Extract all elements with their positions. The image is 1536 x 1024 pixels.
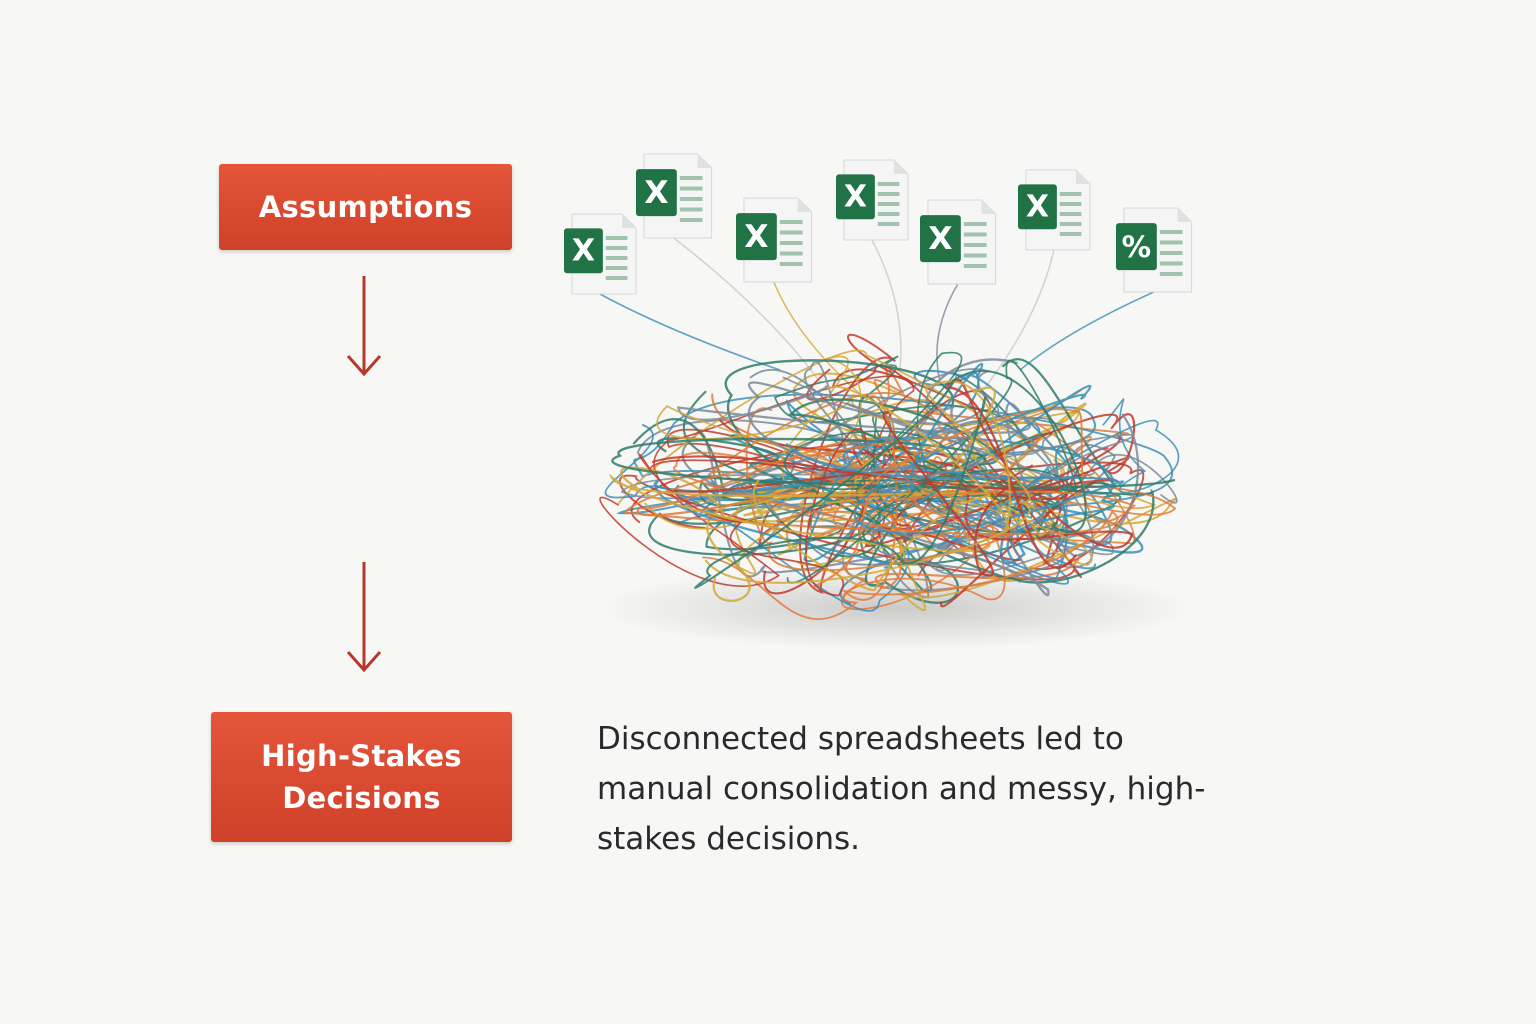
down-arrow-icon — [346, 562, 382, 673]
tangle-wire — [653, 436, 1115, 569]
tangle-wire — [785, 384, 1124, 535]
down-arrow-icon — [346, 276, 382, 377]
tangle-wire — [694, 370, 1087, 590]
tangle-wire — [739, 446, 1085, 579]
tangled-spreadsheets-illustration: X X X X X X% — [564, 153, 1195, 650]
tangle-wire — [604, 424, 1070, 612]
excel-icon: X — [736, 197, 813, 283]
tangle-wire — [803, 362, 1023, 563]
connector-line — [871, 239, 902, 371]
excel-icon: X — [836, 159, 909, 241]
connector-line — [673, 237, 821, 383]
connector-line — [599, 293, 781, 371]
connector-line — [936, 283, 959, 383]
connector-line — [979, 249, 1055, 395]
tangle-wire — [704, 380, 1031, 584]
tangle-wire — [619, 386, 996, 526]
tangle-wire — [865, 434, 1121, 608]
excel-icon: X — [564, 213, 637, 295]
connector-line — [1019, 291, 1155, 371]
tangled-wires — [599, 333, 1180, 620]
assumptions-label: Assumptions — [258, 190, 473, 224]
excel-icon: X — [920, 199, 997, 285]
tangle-wire — [611, 398, 1176, 514]
spreadsheet-icons: X X X X X X% — [564, 153, 1193, 295]
connector-line — [773, 281, 861, 395]
icon-glyph: X — [572, 234, 595, 269]
assumptions-box: Assumptions — [219, 164, 512, 250]
decisions-label-line1: High-Stakes — [261, 739, 462, 773]
icon-glyph: X — [644, 175, 668, 211]
excel-icon: X — [636, 153, 713, 239]
decisions-label-line2: Decisions — [282, 781, 441, 815]
icon-glyph: X — [844, 180, 867, 215]
percent-spreadsheet-icon: % — [1116, 207, 1193, 293]
high-stakes-decisions-box: High-Stakes Decisions — [211, 712, 512, 842]
icon-glyph: % — [1122, 230, 1151, 264]
icon-glyph: X — [744, 219, 768, 255]
excel-icon: X — [1018, 169, 1091, 251]
icon-glyph: X — [1026, 190, 1049, 225]
icon-glyph: X — [928, 221, 952, 257]
tangle-wire — [775, 408, 1137, 530]
caption-text: Disconnected spreadsheets led to manual … — [597, 721, 1206, 857]
tangle-wire — [701, 392, 1006, 620]
